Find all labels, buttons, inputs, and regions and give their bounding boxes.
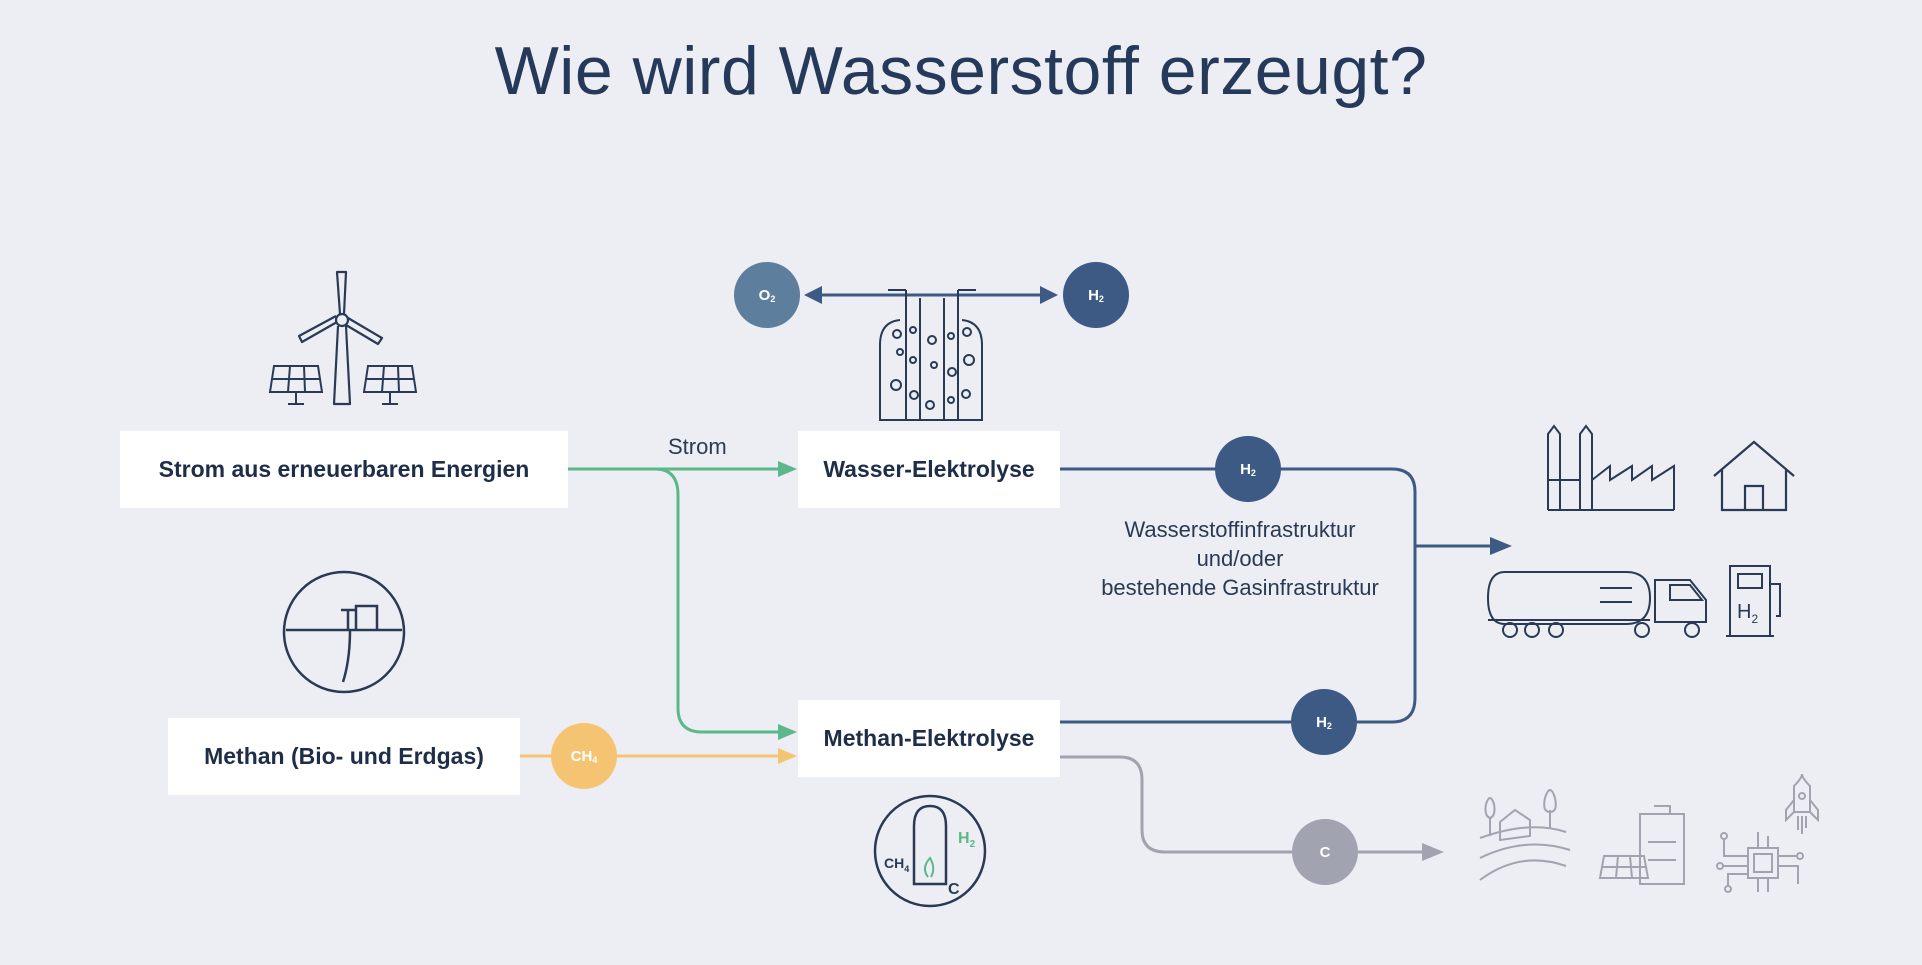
wind-turbine-icon xyxy=(297,270,384,406)
infrastructure-label-line2: und/oder xyxy=(1196,546,1284,571)
gas-well-icon xyxy=(282,570,406,694)
c-symbol: C xyxy=(1319,843,1331,861)
h2-output-arrow xyxy=(1490,537,1512,555)
solar-panel-icon xyxy=(268,365,418,405)
o2-symbol: O xyxy=(758,286,771,304)
strom-flow-lines xyxy=(568,467,778,734)
reactor-ch4-label: CH4 xyxy=(884,855,909,874)
carbon-arrow xyxy=(1422,843,1444,861)
battery-solar-icon xyxy=(1598,805,1685,885)
station-h2-label: H2 xyxy=(1737,601,1758,626)
reactor-h2-label: H2 xyxy=(958,830,976,850)
o2-arrow xyxy=(804,286,822,304)
node-methan-elektrolyse: Methan-Elektrolyse xyxy=(798,700,1060,777)
o2-subscript: 2 xyxy=(770,294,776,304)
h2-station-icon xyxy=(1726,565,1781,637)
h2-top-arrow xyxy=(1040,286,1058,304)
house-icon xyxy=(1713,440,1795,512)
strom-label: Strom xyxy=(668,434,727,459)
methane-reactor-icon xyxy=(873,794,987,908)
node-methan: Methan (Bio- und Erdgas) xyxy=(168,718,520,795)
node-wasser-elektrolyse: Wasser-Elektrolyse xyxy=(798,431,1060,508)
h2-flow-lines xyxy=(1060,467,1490,724)
strom-arrow-wasser xyxy=(778,461,797,477)
infrastructure-label: Wasserstoffinfrastruktur und/oder besteh… xyxy=(1060,515,1420,602)
h2-lower-subscript: 2 xyxy=(1326,721,1332,731)
farm-icon xyxy=(1479,789,1571,881)
h2-top-symbol: H xyxy=(1088,286,1099,304)
tanker-truck-icon xyxy=(1486,571,1707,638)
h2-upper-subscript: 2 xyxy=(1250,468,1256,478)
page-title: Wie wird Wasserstoff erzeugt? xyxy=(494,33,1428,109)
methan-arrow xyxy=(778,748,797,764)
ch4-symbol: CH xyxy=(570,747,593,765)
node-strom: Strom aus erneuerbaren Energien xyxy=(120,431,568,508)
factory-icon xyxy=(1547,424,1675,511)
carbon-flow-line xyxy=(1060,755,1422,854)
rocket-icon xyxy=(1785,773,1819,834)
h2-top-subscript: 2 xyxy=(1098,294,1104,304)
electrolyzer-icon xyxy=(879,289,983,421)
infrastructure-label-line1: Wasserstoffinfrastruktur xyxy=(1124,517,1356,542)
reactor-c-label: C xyxy=(948,881,960,898)
strom-arrow-methan xyxy=(778,724,797,740)
h2-lower-symbol: H xyxy=(1316,713,1327,731)
carbon-molecule: C xyxy=(1292,819,1358,885)
ch4-subscript: 4 xyxy=(592,755,598,765)
infrastructure-label-line3: bestehende Gasinfrastruktur xyxy=(1101,575,1379,600)
circuit-icon xyxy=(1716,832,1804,893)
h2-upper-symbol: H xyxy=(1240,460,1251,478)
